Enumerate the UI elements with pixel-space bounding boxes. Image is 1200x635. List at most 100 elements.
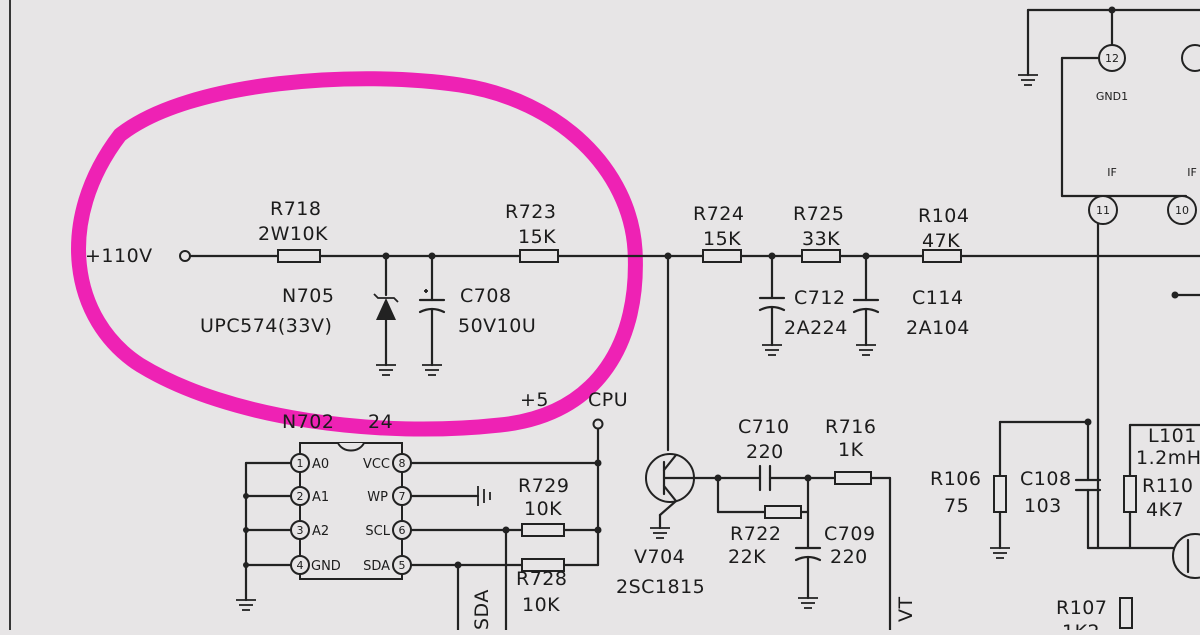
r718-ref: R718 [270,198,321,220]
c114-value: 2A104 [906,317,970,339]
r725-value: 33K [802,228,840,250]
svg-text:GND1: GND1 [1096,90,1128,103]
svg-text:8: 8 [399,457,406,470]
r723-value: 15K [518,226,556,248]
v704-value: 2SC1815 [616,576,705,598]
svg-text:VCC: VCC [363,457,390,472]
svg-text:12: 12 [1105,52,1119,65]
v704-ref: V704 [634,546,685,568]
svg-text:7: 7 [399,490,406,503]
r729-ref: R729 [518,475,569,497]
main-rail [179,249,1200,263]
l101-value: 1.2mH [1136,447,1200,469]
svg-text:IF: IF [1107,166,1117,179]
r107-resistor [1119,597,1133,629]
r728-value: 10K [522,594,560,616]
r723-ref: R723 [505,201,556,223]
c114-capacitor [852,254,880,356]
c114-ref: C114 [912,287,964,309]
c108-value: 103 [1024,495,1062,517]
c712-capacitor [758,254,786,356]
svg-text:4: 4 [297,559,304,572]
r718-value: 2W10K [258,223,328,245]
eeprom-pin-2 [290,486,310,506]
v704-transistor [645,453,727,539]
r106-ref: R106 [930,468,981,490]
svg-text:SDA: SDA [363,559,390,574]
r110-ref: R110 [1142,475,1193,497]
n702-eeprom: 1 2 3 4 8 7 6 5 A0 A1 A2 GND VCC WP SCL … [236,418,604,632]
if-transistor [1172,533,1200,579]
eeprom-pin-4 [290,555,310,575]
r716-value: 1K [838,439,864,461]
r110-value: 4K7 [1146,499,1184,521]
c708-capacitor [418,254,446,376]
c709-ref: C709 [824,523,876,545]
r106-value: 75 [944,495,969,517]
connector-pin-11 [1088,195,1118,225]
c709-value: 220 [830,546,868,568]
l101-ref: L101 [1148,425,1197,447]
svg-text:SCL: SCL [365,524,390,539]
r729-value: 10K [524,498,562,520]
highlight-circle [71,71,643,437]
c712-ref: C712 [794,287,846,309]
r716-resistor [834,471,872,485]
r722-value: 22K [728,546,766,568]
r106-resistor [993,475,1007,513]
svg-text:3: 3 [297,524,304,537]
n705-zener-diode [373,254,399,376]
labels: +110V R718 2W10K R723 15K N705 UPC574(33… [85,198,1200,635]
c708-ref: C708 [460,285,512,307]
svg-text:IF: IF [1187,166,1197,179]
r107-value-partial: 1K2 [1062,621,1100,630]
r107-ref: R107 [1056,597,1107,619]
sda-edge-label: SDA [471,589,493,630]
c108-ref: C108 [1020,468,1072,490]
r716-ref: R716 [825,416,876,438]
svg-text:A2: A2 [312,524,329,539]
c708-value: 50V10U [458,315,536,337]
svg-text:11: 11 [1096,204,1110,217]
r724-resistor [702,249,742,263]
c712-value: 2A224 [784,317,848,339]
input-terminal [179,250,191,262]
svg-text:10: 10 [1175,204,1189,217]
svg-text:5: 5 [399,559,406,572]
r725-ref: R725 [793,203,844,225]
svg-text:WP: WP [367,490,388,505]
r724-ref: R724 [693,203,744,225]
ground-symbol [376,364,396,376]
eeprom-pin-1 [290,453,310,473]
r725-resistor [801,249,841,263]
r722-resistor [764,505,802,519]
base-network [714,464,892,632]
svg-text:GND: GND [311,559,341,574]
ground-symbol [422,364,442,376]
cpu-rail-label: CPU [588,389,628,411]
r724-value: 15K [703,228,741,250]
supply-label: +110V [85,245,153,267]
svg-text:1: 1 [297,457,304,470]
svg-text:6: 6 [399,524,406,537]
n702-ref: N702 [282,411,334,433]
r110-resistor [1123,475,1137,513]
r722-ref: R722 [730,523,781,545]
n705-ref: N705 [282,285,334,307]
svg-text:A1: A1 [312,490,329,505]
tuner-connector: 12 GND1 11 IF 10 IF [990,6,1200,629]
r718-resistor [277,249,321,263]
c710-value: 220 [746,441,784,463]
r728-ref: R728 [516,568,567,590]
vt-edge-label: VT [895,596,917,622]
r104-ref: R104 [918,205,969,227]
n705-value: UPC574(33V) [200,315,332,337]
cpu-rail-plus: +5 [520,389,549,411]
svg-text:2: 2 [297,490,304,503]
r729-resistor [521,523,565,537]
c710-ref: C710 [738,416,790,438]
cpu-rail-terminal [592,418,604,430]
n702-value-partial: 24 [368,411,393,433]
